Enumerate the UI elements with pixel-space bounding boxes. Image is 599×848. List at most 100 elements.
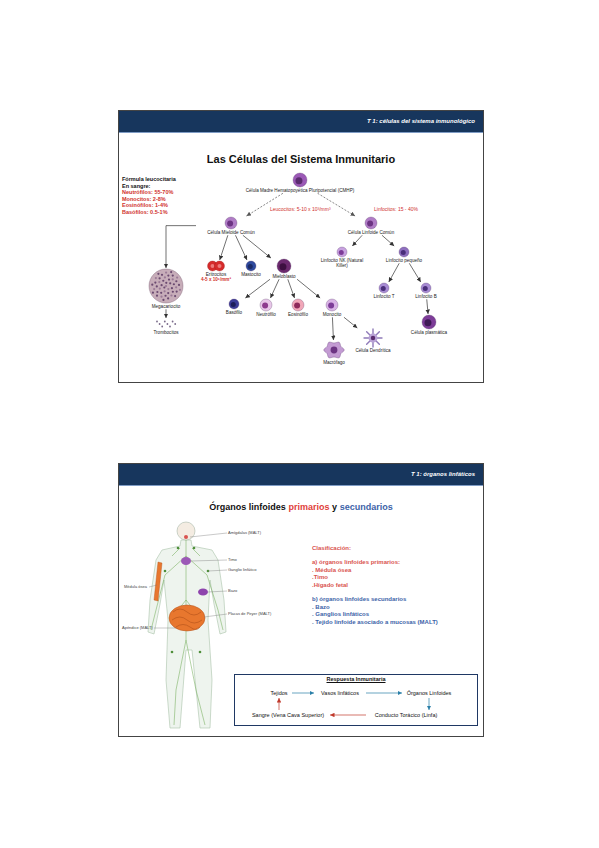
cell-label: Basófilo (226, 310, 242, 315)
cell-label: Eosinófilo (288, 312, 308, 317)
cell-nucleus (424, 319, 431, 326)
platelet-dot (172, 321, 174, 323)
cell-label: Eritrocitos (206, 272, 226, 277)
megakaryocyte-granule (157, 273, 159, 275)
platelet-dot (161, 326, 163, 328)
cell-nucleus (231, 302, 236, 307)
connector-arrow (166, 226, 196, 268)
cell-nucleus (328, 303, 334, 309)
slide-frame: T 1: células del sistema inmunológicoLas… (118, 110, 484, 383)
organ-label: Placas de Peyer (MALT) (228, 612, 271, 616)
platelet-dot (156, 321, 158, 323)
slide-title-row: Órganos linfoidesprimariosysecundarios (118, 496, 484, 514)
cell-nucleus (227, 221, 233, 227)
cell-icon (138, 318, 194, 330)
classification-text: .Timo (312, 574, 328, 581)
megakaryocyte-granule (153, 288, 155, 290)
cell-node: Megacariocito (138, 268, 194, 309)
classification-text: a) órganos linfoides primarios: (312, 559, 400, 566)
cell-icon (236, 260, 266, 272)
connector-arrow (245, 279, 270, 298)
cell-icon (196, 260, 236, 272)
cell-node: Linfocito T (366, 282, 402, 299)
flow-box: Respuesta InmunitariaTejidosVasos linfát… (234, 674, 478, 726)
erythrocyte-disc (215, 261, 225, 271)
connector-arrow (246, 193, 282, 216)
cell-label: Linfocito B (415, 294, 436, 299)
cell-node: Linfocito NK (Natural Killer) (318, 246, 366, 269)
cell-body (422, 315, 436, 329)
cell-label: Macrófago (323, 360, 345, 365)
cell-nucleus (381, 286, 386, 291)
megakaryocyte-granule (170, 271, 172, 273)
megakaryocyte-granule (172, 291, 174, 293)
organ-label: Apéndice (MALT) (122, 626, 153, 630)
cell-nucleus (279, 263, 286, 270)
cell-nucleus (331, 347, 338, 354)
cell-label: 4-5 x 10⁶/mm³ (201, 277, 231, 282)
flow-step: Tejidos (266, 688, 292, 698)
flow-step-text: Tejidos (266, 688, 292, 698)
cell-icon (218, 298, 250, 310)
cell-node: Mastocito (236, 260, 266, 277)
megakaryocyte-granule (163, 286, 165, 288)
formula-heading: Fórmula leucocitaria (122, 176, 176, 182)
cell-label: Mieloblasto (272, 274, 295, 279)
classification-text: . Bazo (312, 604, 330, 611)
connector-arrow (270, 279, 279, 298)
organ-label: Bazo (228, 589, 237, 593)
cell-body (229, 299, 239, 309)
cell-body (421, 283, 431, 293)
connector-arrow (352, 235, 362, 246)
megakaryocyte-granule (158, 277, 160, 279)
megakaryocyte-granule (161, 274, 163, 276)
classification-text: . Tejido linfoide asociado a mucosas (MA… (312, 619, 438, 626)
connector-arrow (409, 263, 420, 282)
slide-header: T 1: órganos linfáticos (411, 471, 475, 477)
megakaryocyte-granule (167, 274, 169, 276)
megakaryocyte-granule (168, 278, 170, 280)
cell-label: Mastocito (241, 272, 261, 277)
cell-body (277, 259, 291, 273)
cell-icon (408, 282, 444, 294)
connector-arrow (279, 698, 280, 710)
title-word: y (332, 502, 337, 512)
title-word: secundarios (340, 502, 393, 512)
megakaryocyte-granule (160, 284, 162, 286)
cell-body (379, 283, 389, 293)
macrophage-body (324, 342, 345, 358)
cell-node: Célula plasmática (404, 314, 454, 335)
cell-icon (352, 328, 394, 348)
platelet-dot (169, 326, 171, 328)
megakaryocyte-granule (158, 281, 160, 283)
cell-label: Célula Madre Hematopoyética Pluripotenci… (246, 188, 355, 193)
formula-text: Basófilos: 0.5-1% (122, 209, 168, 215)
cell-label: Neutrófilo (256, 312, 276, 317)
connector-arrow (166, 309, 167, 318)
cell-body (337, 247, 347, 257)
megakaryocyte-granule (156, 285, 158, 287)
megakaryocyte-granule (172, 274, 174, 276)
connector-arrow (427, 299, 428, 314)
cell-icon (138, 268, 194, 304)
cell-body (326, 299, 338, 311)
classification-text: Clasificación: (312, 545, 351, 552)
connector-arrow (366, 693, 402, 694)
slide-header: T 1: células del sistema inmunológico (367, 118, 475, 124)
megakaryocyte-granule (176, 276, 178, 278)
cell-body (293, 173, 307, 187)
megakaryocyte-granule (174, 295, 176, 297)
flow-step-text: Órganos Linfoides (402, 688, 456, 698)
connector-arrow (332, 317, 333, 340)
cell-label: Célula Linfoide Común (348, 230, 394, 235)
cell-node: Eritrocitos4-5 x 10⁶/mm³ (196, 260, 236, 283)
cell-nucleus (294, 303, 300, 309)
megakaryocyte-granule (171, 287, 173, 289)
cell-label: Linfocito pequeño (386, 258, 422, 263)
megakaryocyte-granule (160, 296, 162, 298)
formula-text: En sangre: (122, 183, 150, 189)
cell-label: Célula Mieloide Común (207, 230, 255, 235)
cell-label: Célula plasmática (411, 330, 447, 335)
cell-body (399, 247, 409, 257)
